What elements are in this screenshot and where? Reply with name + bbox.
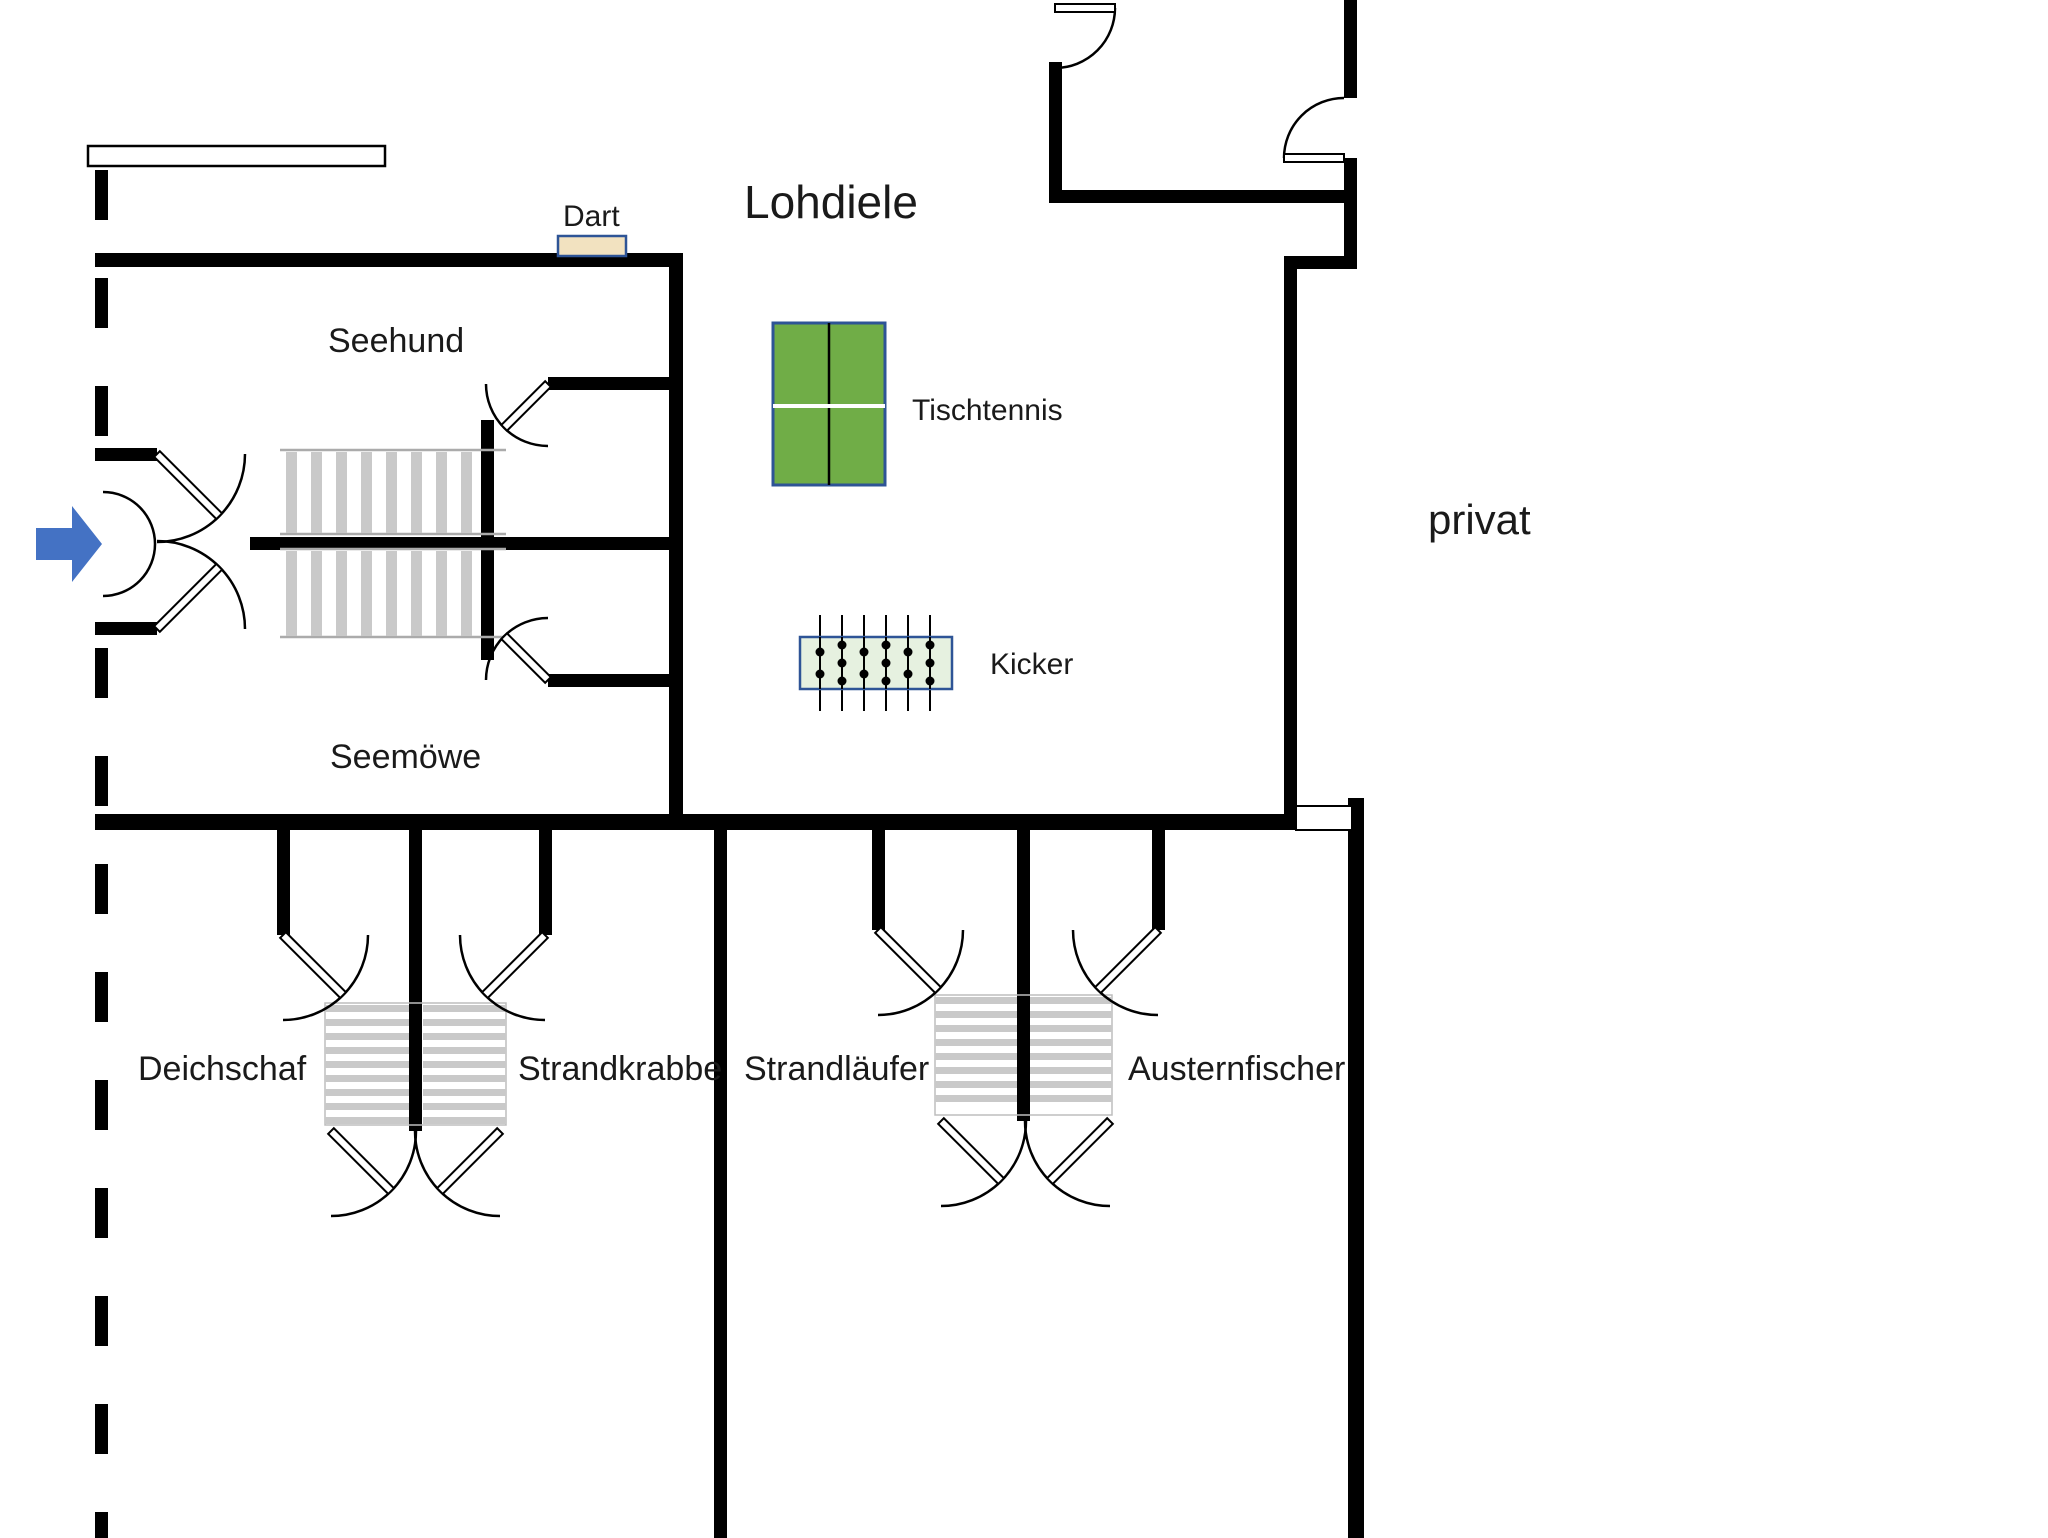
- door-arc: [1282, 96, 1345, 159]
- wall-segment: [95, 814, 1300, 830]
- door-leaf: [1045, 1116, 1115, 1186]
- door-threshold: [1295, 805, 1353, 831]
- door-leaf: [1054, 3, 1116, 13]
- feature-label-dart: Dart: [563, 200, 620, 233]
- feature-label-kicker: Kicker: [990, 648, 1073, 681]
- door-leaf: [152, 562, 224, 634]
- room-label-seemoewe: Seemöwe: [330, 738, 481, 776]
- table-tennis-table: [771, 321, 887, 487]
- dart-board: [556, 234, 628, 258]
- door-leaf: [1093, 925, 1163, 995]
- wall-segment: [1344, 158, 1357, 269]
- door-leaf: [480, 930, 550, 1000]
- wall-segment: [277, 830, 290, 935]
- entrance-inner-door-arc: [102, 490, 157, 598]
- room-label-seehund: Seehund: [328, 322, 464, 360]
- door-leaf: [873, 925, 943, 995]
- room-label-deichschaf: Deichschaf: [138, 1050, 307, 1088]
- stairs-main: [280, 448, 506, 639]
- wall-segment: [95, 448, 157, 461]
- wall-segment: [481, 420, 494, 660]
- wall-segment: [539, 830, 552, 935]
- wall-segment: [714, 830, 727, 1538]
- wall-segment: [548, 674, 683, 687]
- room-label-lohdiele: Lohdiele: [744, 176, 918, 228]
- stairs-basement-right: [934, 994, 1113, 1116]
- door-arc: [1054, 7, 1117, 70]
- wall-segment: [1152, 830, 1165, 930]
- entrance-arrow-icon: [36, 506, 102, 582]
- wall-segment: [95, 253, 683, 267]
- doors: [102, 3, 1345, 1218]
- room-label-strandlaeufer: Strandläufer: [744, 1050, 929, 1088]
- wall-segment: [1284, 256, 1357, 269]
- wall-segment: [548, 377, 683, 390]
- walls: [95, 0, 1364, 1538]
- wall-segment: [250, 537, 683, 550]
- foosball-table: [798, 615, 954, 711]
- wall-segment: [1284, 256, 1297, 814]
- wall-segment: [1344, 0, 1357, 98]
- wall-segment: [409, 830, 422, 1131]
- room-label-privat: privat: [1428, 496, 1531, 543]
- dart-board-shape: [556, 234, 628, 258]
- wall-segment: [1049, 62, 1062, 203]
- door-leaf: [278, 930, 348, 1000]
- wall-segment: [1348, 798, 1364, 1538]
- wall-segment: [872, 830, 885, 930]
- door-leaf: [152, 449, 224, 521]
- door-leaf: [326, 1126, 396, 1196]
- door-leaf: [435, 1126, 505, 1196]
- foosball-players: [815, 640, 935, 686]
- door-leaf: [936, 1116, 1006, 1186]
- labels: Seehund Seemöwe Lohdiele Dart Tischtenni…: [138, 176, 1531, 1088]
- feature-label-tischtennis: Tischtennis: [912, 394, 1063, 427]
- wall-segment: [1017, 830, 1030, 1121]
- room-label-strandkrabbe: Strandkrabbe: [518, 1050, 722, 1088]
- wall-segment: [95, 622, 157, 635]
- window: [86, 144, 387, 168]
- door-leaf: [1283, 153, 1345, 163]
- door-leaf: [499, 631, 553, 685]
- door-leaf: [499, 379, 553, 433]
- room-label-austernfischer: Austernfischer: [1128, 1050, 1345, 1088]
- stairs-basement-left: [324, 1002, 507, 1126]
- wall-segment: [1049, 190, 1351, 203]
